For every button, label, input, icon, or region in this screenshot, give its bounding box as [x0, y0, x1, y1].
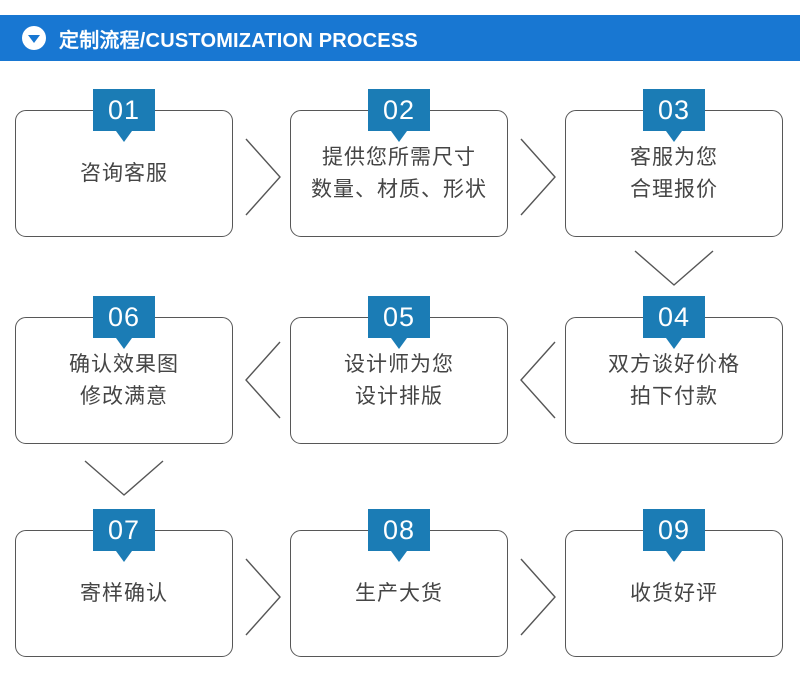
step-number: 06: [107, 301, 141, 332]
badge-pointer-icon: [391, 131, 407, 142]
step-number: 03: [657, 94, 691, 125]
step-number: 04: [657, 301, 691, 332]
badge-pointer-icon: [116, 551, 132, 562]
process-step-07[interactable]: 07 寄样确认: [15, 509, 233, 657]
step-number-badge: 01: [93, 89, 155, 142]
connector-06-to-07: [82, 458, 166, 498]
badge-pointer-icon: [666, 338, 682, 349]
step-number-badge: 08: [368, 509, 430, 562]
step-number-badge: 06: [93, 296, 155, 349]
process-step-09[interactable]: 09 收货好评: [565, 509, 783, 657]
step-number-badge: 07: [93, 509, 155, 562]
badge-pointer-icon: [116, 131, 132, 142]
process-step-08[interactable]: 08 生产大货: [290, 509, 508, 657]
connector-04-to-05: [518, 339, 558, 421]
step-number: 07: [107, 514, 141, 545]
connector-07-to-08: [243, 556, 283, 638]
process-step-04[interactable]: 04 双方谈好价格 拍下付款: [565, 296, 783, 444]
step-number-badge: 02: [368, 89, 430, 142]
connector-02-to-03: [518, 136, 558, 218]
process-step-03[interactable]: 03 客服为您 合理报价: [565, 89, 783, 237]
badge-pointer-icon: [666, 551, 682, 562]
badge-pointer-icon: [666, 131, 682, 142]
triangle-down-icon: [22, 26, 46, 50]
step-number-badge: 03: [643, 89, 705, 142]
step-number: 02: [382, 94, 416, 125]
page-title: 定制流程/CUSTOMIZATION PROCESS: [59, 29, 418, 52]
step-number: 05: [382, 301, 416, 332]
process-step-05[interactable]: 05 设计师为您 设计排版: [290, 296, 508, 444]
section-header-bar: 定制流程/CUSTOMIZATION PROCESS: [0, 15, 800, 61]
badge-pointer-icon: [391, 551, 407, 562]
step-number: 09: [657, 514, 691, 545]
process-step-01[interactable]: 01 咨询客服: [15, 89, 233, 237]
connector-08-to-09: [518, 556, 558, 638]
connector-01-to-02: [243, 136, 283, 218]
process-step-06[interactable]: 06 确认效果图 修改满意: [15, 296, 233, 444]
connector-05-to-06: [243, 339, 283, 421]
step-number-badge: 05: [368, 296, 430, 349]
badge-pointer-icon: [391, 338, 407, 349]
step-number-badge: 04: [643, 296, 705, 349]
connector-03-to-04: [632, 248, 716, 288]
step-number-badge: 09: [643, 509, 705, 562]
process-step-02[interactable]: 02 提供您所需尺寸 数量、材质、形状: [290, 89, 508, 237]
step-number: 01: [107, 94, 141, 125]
badge-pointer-icon: [116, 338, 132, 349]
step-number: 08: [382, 514, 416, 545]
